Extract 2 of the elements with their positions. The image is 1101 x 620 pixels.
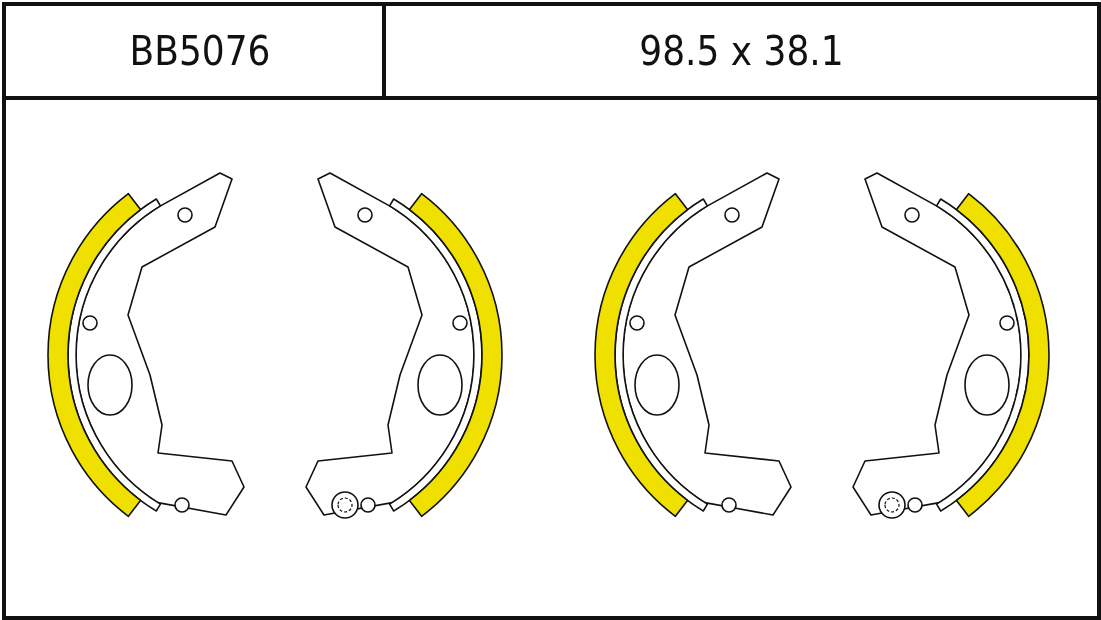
part-number: BB5076 bbox=[129, 28, 271, 74]
dimension-text: 98.5 x 38.1 bbox=[639, 28, 844, 74]
